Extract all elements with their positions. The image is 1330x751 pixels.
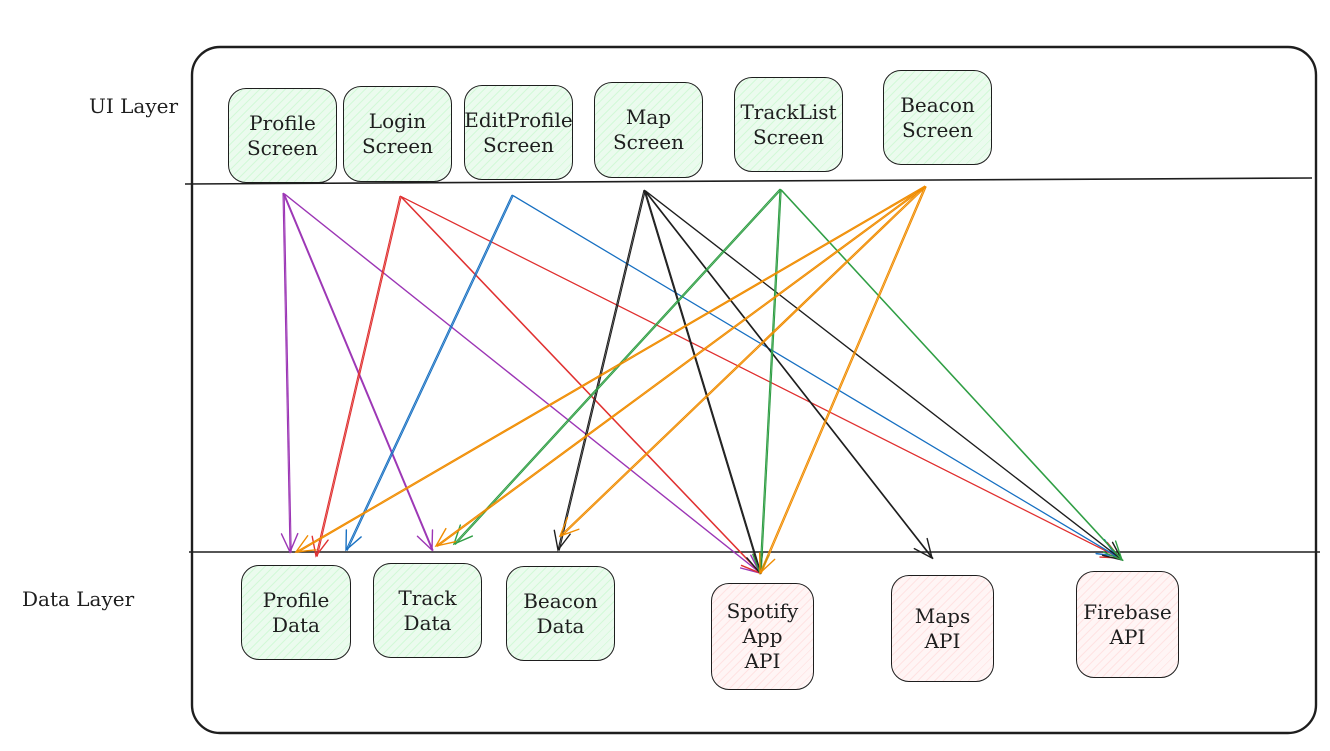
- arrowhead: [758, 552, 776, 575]
- arrow-stroke: [644, 190, 762, 574]
- node-track-data: Track Data: [373, 563, 482, 658]
- outer-frame: [190, 45, 1318, 735]
- ui-layer-divider: [184, 177, 1313, 185]
- node-spotify-app-api: Spotify App API: [711, 583, 814, 690]
- arrow-stroke: [558, 190, 646, 551]
- arrow-stroke: [560, 186, 927, 537]
- node-beacon-data: Beacon Data: [506, 566, 615, 661]
- ui-layer-label: UI Layer: [89, 94, 179, 118]
- node-beacon-screen: Beacon Screen: [883, 70, 992, 165]
- node-map-screen: Map Screen: [594, 82, 703, 178]
- arrow-stroke: [760, 186, 927, 574]
- arrow-beacon-screen-to-track-data: [434, 185, 927, 548]
- arrow-stroke: [345, 194, 513, 551]
- arrow-stroke: [346, 195, 514, 551]
- arrow-stroke: [400, 196, 762, 574]
- arrow-stroke: [759, 185, 926, 574]
- arrow-stroke: [283, 193, 292, 553]
- arrow-map-screen-to-firebase-api: [643, 189, 1124, 562]
- arrow-profile-screen-to-spotify-api: [282, 192, 762, 575]
- arrow-tracklist-screen-to-spotify-api: [752, 188, 782, 575]
- arrow-stroke: [643, 189, 933, 559]
- node-tracklist-screen: TrackList Screen: [734, 77, 843, 172]
- arrow-stroke: [643, 189, 761, 574]
- arrow-stroke: [512, 195, 1118, 558]
- arrow-stroke: [759, 188, 781, 574]
- arrow-editprofile-screen-to-profile-data: [345, 194, 514, 552]
- arrow-stroke: [760, 189, 782, 574]
- arrow-stroke: [295, 185, 926, 553]
- arrow-profile-screen-to-track-data: [282, 192, 434, 552]
- arrow-stroke: [557, 189, 645, 551]
- arrow-beacon-screen-to-beacon-data: [558, 185, 927, 538]
- arrow-login-screen-to-profile-data: [311, 195, 402, 558]
- node-login-screen: Login Screen: [343, 86, 452, 182]
- dependency-arrows: [280, 185, 1124, 575]
- arrow-stroke: [559, 185, 926, 537]
- arrow-beacon-screen-to-profile-data: [294, 185, 927, 554]
- arrow-beacon-screen-to-spotify-api: [758, 185, 927, 575]
- arrowhead: [280, 532, 299, 554]
- arrow-login-screen-to-firebase-api: [399, 195, 1122, 560]
- arrowhead: [1102, 540, 1124, 562]
- node-maps-api: Maps API: [891, 575, 994, 682]
- arrow-stroke: [315, 195, 401, 557]
- arrow-stroke: [400, 196, 1122, 560]
- arrow-stroke: [436, 186, 927, 548]
- arrowhead: [553, 529, 571, 552]
- arrowhead: [913, 537, 934, 560]
- arrow-stroke: [282, 192, 291, 553]
- node-firebase-api: Firebase API: [1076, 571, 1179, 678]
- arrow-map-screen-to-maps-api: [643, 189, 934, 560]
- arrowhead: [416, 529, 434, 552]
- arrow-stroke: [435, 185, 926, 547]
- arrowhead: [294, 535, 317, 553]
- arrow-stroke: [282, 192, 433, 551]
- arrow-stroke: [780, 189, 1124, 561]
- node-profile-data: Profile Data: [241, 565, 351, 660]
- arrow-map-screen-to-beacon-data: [553, 189, 646, 552]
- arrowhead: [558, 516, 580, 538]
- arrow-stroke: [296, 186, 927, 554]
- arrow-stroke: [644, 190, 1124, 562]
- arrow-editprofile-screen-to-firebase-api: [511, 194, 1118, 558]
- arrow-stroke: [644, 190, 934, 559]
- arrow-profile-screen-to-profile-data: [280, 192, 299, 554]
- arrow-tracklist-screen-to-firebase-api: [779, 188, 1124, 562]
- arrow-stroke: [454, 189, 782, 545]
- arrow-stroke: [283, 193, 762, 575]
- node-editprofile-screen: EditProfile Screen: [464, 85, 573, 180]
- node-profile-screen: Profile Screen: [228, 88, 337, 183]
- arrow-stroke: [316, 196, 402, 557]
- data-layer-label: Data Layer: [22, 587, 135, 611]
- arrowhead: [434, 527, 457, 548]
- arrowhead: [345, 529, 362, 552]
